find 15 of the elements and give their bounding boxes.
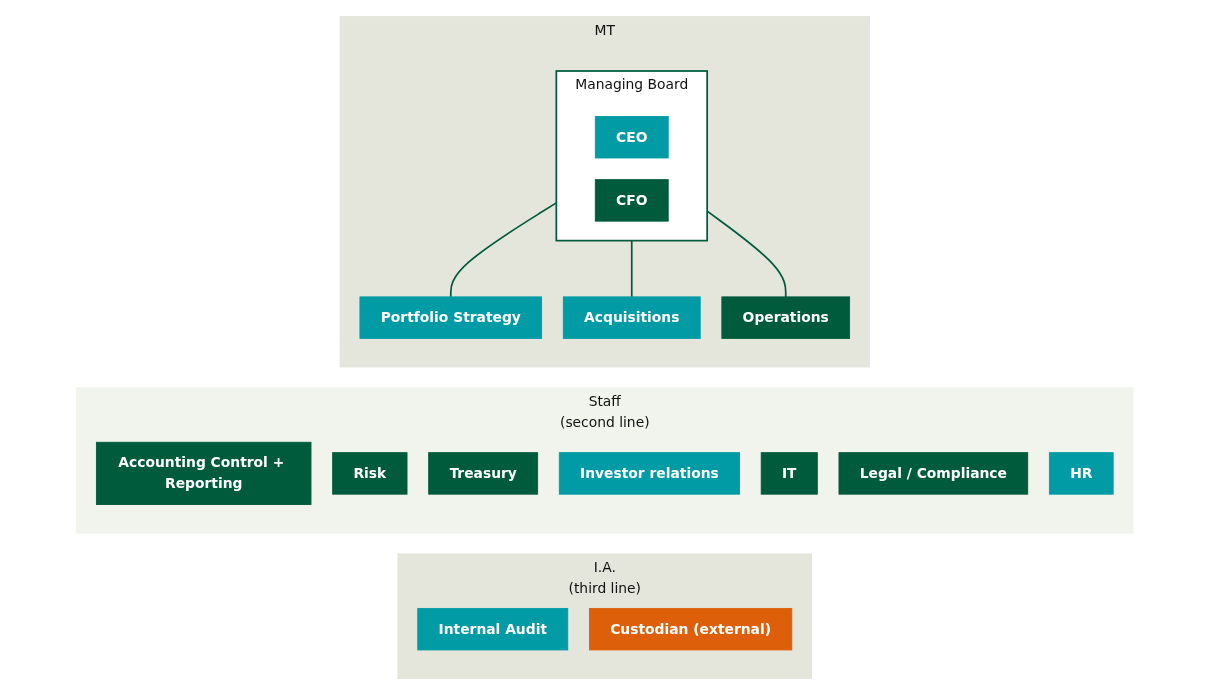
connector xyxy=(631,239,633,298)
node-box: Legal / Compliance xyxy=(838,452,1029,495)
node-box: IT xyxy=(760,452,818,495)
node-box: Internal Audit xyxy=(417,607,569,651)
node-box: Investor relations xyxy=(559,452,741,495)
node-box: CEO xyxy=(595,116,669,159)
node-box: Portfolio Strategy xyxy=(359,296,543,339)
node-box: Risk xyxy=(332,452,408,495)
node-box: HR xyxy=(1049,452,1114,495)
node-box: Treasury xyxy=(428,452,539,495)
node-box: Custodian (external) xyxy=(589,607,793,651)
node-box: Operations xyxy=(721,296,851,339)
node-box: CFO xyxy=(595,179,669,222)
node-box: Acquisitions xyxy=(563,296,701,339)
node-box: Accounting Control + Reporting xyxy=(96,441,312,505)
